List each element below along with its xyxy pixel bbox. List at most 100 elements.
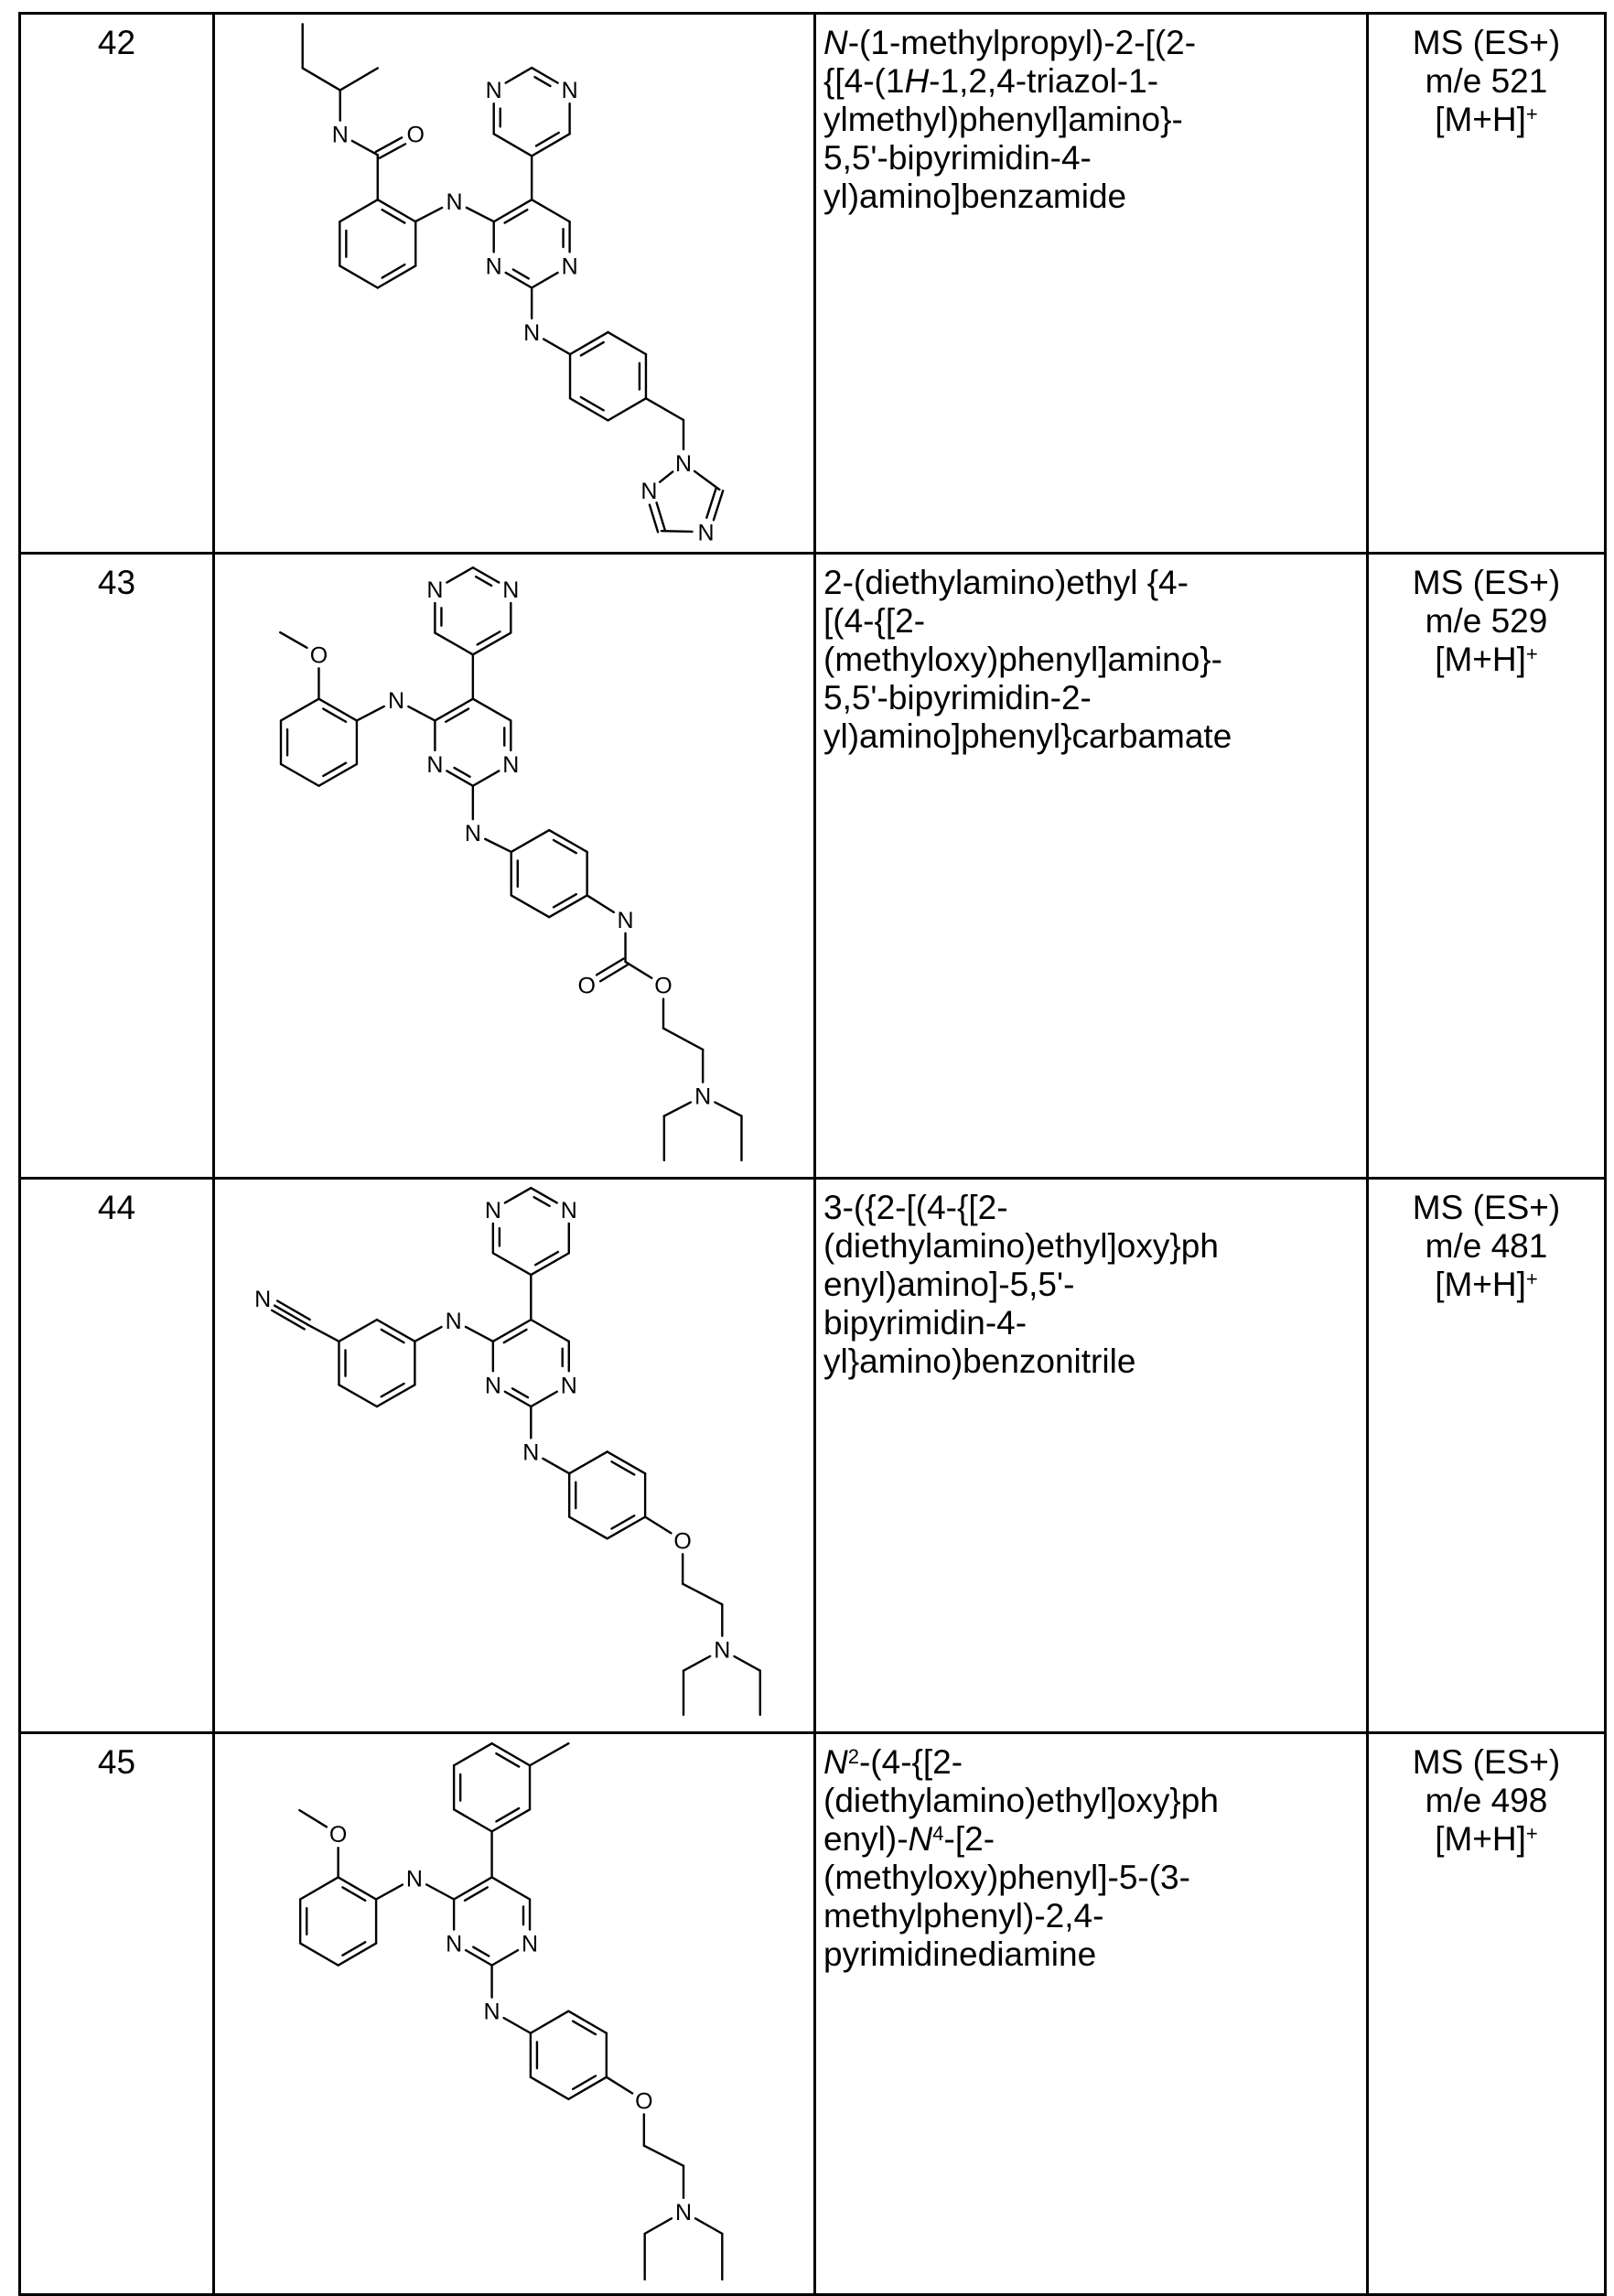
ring-bond xyxy=(531,2011,568,2033)
oxygen-atom-label: O xyxy=(673,1528,691,1554)
ring-bond xyxy=(339,1320,376,1342)
ring-bond xyxy=(531,1188,556,1202)
nitrogen-atom-label: N xyxy=(522,1439,539,1465)
ring-double-bond xyxy=(382,1330,404,1342)
double-bond xyxy=(657,502,665,530)
nitrogen-atom-label: N xyxy=(523,320,540,346)
ring-bond xyxy=(435,633,472,655)
bond xyxy=(340,68,378,90)
nitrogen-atom-label: N xyxy=(618,908,634,933)
bond xyxy=(466,1327,493,1342)
ring-bond xyxy=(608,398,646,420)
bond xyxy=(303,68,340,90)
ring-bond xyxy=(300,1877,338,1899)
bond xyxy=(299,1810,327,1827)
nitrogen-atom-label: N xyxy=(562,253,578,279)
ring-double-bond xyxy=(446,709,468,722)
nitrogen-atom-label: N xyxy=(485,1198,501,1223)
bond xyxy=(504,2018,531,2033)
nitrogen-atom-label: N xyxy=(561,1373,577,1398)
oxygen-atom-label: O xyxy=(654,974,672,999)
ring-bond xyxy=(492,1950,518,1966)
bond xyxy=(694,471,719,490)
ring-double-bond xyxy=(554,840,576,853)
ring-double-bond xyxy=(382,1384,404,1396)
bond xyxy=(683,1656,710,1671)
ring-bond xyxy=(447,771,472,785)
nitrogen-atom-label: N xyxy=(446,1932,462,1957)
ring-double-bond xyxy=(323,709,346,722)
ring-double-bond xyxy=(554,894,576,907)
bond xyxy=(408,706,435,720)
ring-double-bond xyxy=(573,2021,596,2034)
ring-bond xyxy=(494,134,532,156)
bond xyxy=(530,1743,568,1765)
ring-double-bond xyxy=(342,1887,365,1900)
nitrogen-atom-label: N xyxy=(675,2200,692,2226)
ring-bond xyxy=(511,895,549,917)
nitrogen-atom-label: N xyxy=(502,752,519,778)
ring-double-bond xyxy=(342,1942,365,1955)
ring-double-bond xyxy=(581,397,604,410)
double-bond xyxy=(597,959,623,976)
ring-double-bond xyxy=(611,1461,634,1474)
ring-bond xyxy=(473,771,499,785)
ring-bond xyxy=(466,1950,491,1966)
bond xyxy=(352,141,378,155)
ring-bond xyxy=(532,273,557,288)
nitrogen-atom-label: N xyxy=(562,78,578,103)
ring-bond xyxy=(300,1944,338,1966)
ring-bond xyxy=(339,265,377,287)
ring-bond xyxy=(531,2077,568,2099)
bond xyxy=(376,1885,403,1900)
ring-double-bond xyxy=(382,210,405,222)
bond xyxy=(662,531,693,532)
bond xyxy=(664,1103,691,1116)
ring-bond xyxy=(532,199,569,221)
ring-bond xyxy=(505,1188,531,1202)
nitrogen-atom-label: N xyxy=(426,577,443,603)
ring-double-bond xyxy=(573,2076,596,2089)
ring-double-bond xyxy=(496,1753,519,1766)
nitrogen-atom-label: N xyxy=(522,1932,538,1957)
ring-bond xyxy=(569,1517,607,1539)
nitrogen-atom-label: N xyxy=(406,1866,423,1892)
ring-double-bond xyxy=(465,1887,488,1900)
bond xyxy=(543,340,570,355)
bond xyxy=(660,471,672,481)
nitrogen-atom-label: N xyxy=(465,821,481,846)
ring-bond xyxy=(454,1809,491,1831)
ring-bond xyxy=(608,332,646,354)
ring-double-bond xyxy=(505,210,528,222)
nitrogen-atom-label: N xyxy=(426,752,443,778)
nitrogen-atom-label: N xyxy=(254,1287,271,1312)
bond xyxy=(485,839,511,852)
bond xyxy=(695,2218,722,2234)
bond xyxy=(646,398,683,420)
oxygen-atom-label: O xyxy=(407,123,425,148)
ring-double-bond xyxy=(496,1808,519,1821)
bond xyxy=(663,1029,703,1050)
ring-double-bond xyxy=(611,1515,634,1528)
ring-double-bond xyxy=(581,342,604,355)
bond xyxy=(543,1459,569,1473)
nitrogen-atom-label: N xyxy=(388,688,404,714)
ring-bond xyxy=(339,199,377,221)
nitrogen-atom-label: N xyxy=(486,253,502,279)
ring-bond xyxy=(281,699,318,721)
double-bond xyxy=(380,144,405,157)
oxygen-atom-label: O xyxy=(578,974,596,999)
bond xyxy=(426,1884,454,1899)
bond xyxy=(645,1517,671,1534)
nitrogen-atom-label: N xyxy=(640,479,657,504)
bond xyxy=(307,1324,339,1342)
nitrogen-atom-label: N xyxy=(694,1084,711,1110)
nitrogen-atom-label: N xyxy=(698,520,715,545)
ring-bond xyxy=(505,1392,531,1407)
bond xyxy=(357,706,384,721)
ring-bond xyxy=(569,1451,607,1473)
double-bond xyxy=(376,137,402,151)
nitrogen-atom-label: N xyxy=(484,2000,500,2025)
nitrogen-atom-label: N xyxy=(675,451,692,477)
